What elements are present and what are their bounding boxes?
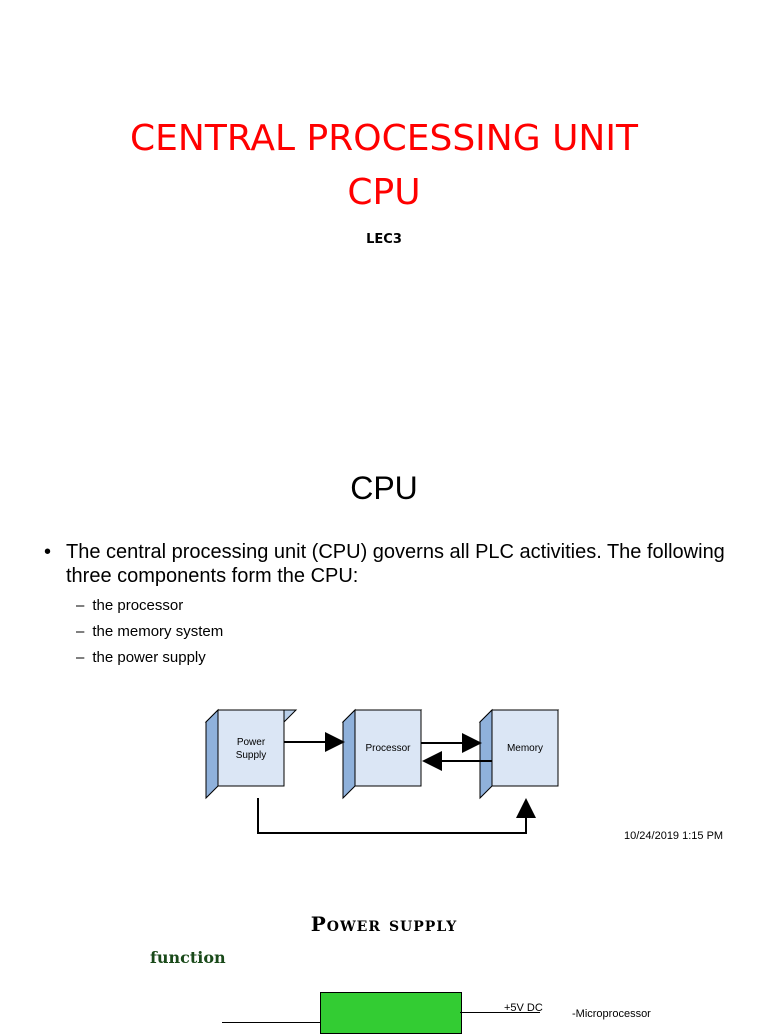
output-line	[460, 1012, 540, 1013]
power-supply-block	[320, 992, 462, 1034]
slide-timestamp: 10/24/2019 1:15 PM	[624, 830, 724, 842]
power-supply-box: Power Supply	[204, 708, 298, 800]
slide-subtitle: LEC3	[366, 232, 402, 247]
arrow-power-to-memory	[257, 798, 536, 834]
sub-item-processor: –the processor	[76, 597, 184, 614]
slide-title-line1: CENTRAL PROCESSING UNIT	[130, 118, 638, 159]
processor-box: Processor	[341, 708, 423, 800]
function-label: function	[150, 948, 226, 967]
bullet-item: • The central processing unit (CPU) gove…	[44, 540, 734, 588]
power-supply-slide: Power supply function +5V DC -Microproce…	[0, 860, 768, 1034]
title-slide: CENTRAL PROCESSING UNIT CPU LEC3	[0, 0, 768, 420]
cpu-slide: CPU • The central processing unit (CPU) …	[0, 420, 768, 860]
cpu-block-diagram: Power Supply Processor Memory	[204, 708, 560, 834]
microprocessor-label: -Microprocessor	[572, 1008, 651, 1020]
sub-item-text: the memory system	[92, 623, 224, 640]
slide-heading: CPU	[350, 470, 418, 506]
sub-item-text: the processor	[92, 597, 184, 614]
slide-heading: Power supply	[310, 912, 458, 936]
memory-box: Memory	[478, 708, 560, 800]
sub-item-text: the power supply	[92, 649, 206, 666]
voltage-label: +5V DC	[504, 1002, 543, 1014]
processor-label: Processor	[365, 743, 411, 754]
power-label-line1: Power	[237, 737, 266, 748]
bullet-text: The central processing unit (CPU) govern…	[66, 541, 725, 587]
sub-item-power-supply: –the power supply	[76, 649, 206, 666]
slide-title-line2: CPU	[347, 172, 421, 213]
bullet-marker: •	[44, 541, 52, 563]
power-label-line2: Supply	[236, 750, 267, 761]
memory-label: Memory	[507, 743, 543, 754]
sub-item-memory: –the memory system	[76, 623, 224, 640]
input-line	[222, 1022, 320, 1023]
